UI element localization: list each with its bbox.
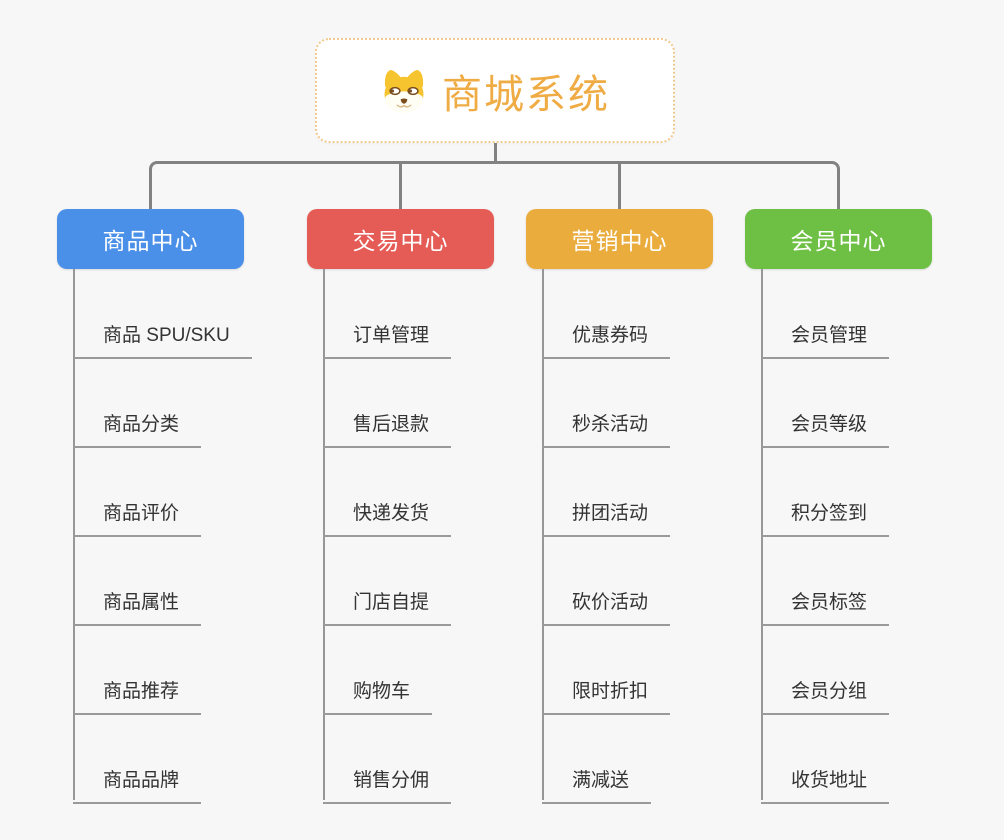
topic-node[interactable]: 商品推荐	[73, 679, 202, 715]
topic-node[interactable]: 商品品牌	[73, 768, 202, 804]
topic-node[interactable]: 商品分类	[73, 412, 202, 448]
branch-node-trade-center[interactable]: 交易中心	[307, 209, 494, 269]
branch-marketing-center: 营销中心 优惠券码 秒杀活动 拼团活动 砍价活动 限时折扣 满减送	[526, 209, 776, 840]
branch-node-product-center[interactable]: 商品中心	[57, 209, 244, 269]
connector-root-stem	[494, 143, 497, 162]
topic-node[interactable]: 商品评价	[73, 501, 202, 537]
branch-spine	[761, 269, 763, 800]
branch-trade-center: 交易中心 订单管理 售后退款 快递发货 门店自提 购物车 销售分佣	[307, 209, 557, 840]
connector-horizontal	[160, 161, 830, 164]
topic-node[interactable]: 快递发货	[323, 501, 452, 537]
topic-node[interactable]: 订单管理	[323, 323, 452, 359]
topic-node[interactable]: 购物车	[323, 679, 433, 715]
branch-product-center: 商品中心 商品 SPU/SKU 商品分类 商品评价 商品属性 商品推荐 商品品牌	[57, 209, 307, 840]
topic-node[interactable]: 商品属性	[73, 590, 202, 626]
root-topic-node[interactable]: 商城系统	[315, 38, 675, 143]
connector-drop-3	[618, 161, 621, 209]
topic-node[interactable]: 拼团活动	[542, 501, 671, 537]
root-topic-label: 商城系统	[442, 72, 610, 117]
branch-node-member-center[interactable]: 会员中心	[745, 209, 932, 269]
connector-drop-2	[399, 161, 402, 209]
branch-spine	[323, 269, 325, 800]
topic-node[interactable]: 优惠券码	[542, 323, 671, 359]
topic-node[interactable]: 限时折扣	[542, 679, 671, 715]
topic-node[interactable]: 收货地址	[761, 768, 890, 804]
topic-node[interactable]: 销售分佣	[323, 768, 452, 804]
topic-node[interactable]: 会员分组	[761, 679, 890, 715]
topic-node[interactable]: 会员标签	[761, 590, 890, 626]
topic-node[interactable]: 门店自提	[323, 590, 452, 626]
connector-elbow-right	[820, 161, 840, 209]
topic-node[interactable]: 商品 SPU/SKU	[73, 323, 252, 359]
branch-node-marketing-center[interactable]: 营销中心	[526, 209, 713, 269]
topic-node[interactable]: 满减送	[542, 768, 652, 804]
branch-member-center: 会员中心 会员管理 会员等级 积分签到 会员标签 会员分组 收货地址	[745, 209, 995, 840]
topic-node[interactable]: 售后退款	[323, 412, 452, 448]
topic-node[interactable]: 秒杀活动	[542, 412, 671, 448]
branch-spine	[73, 269, 75, 800]
topic-node[interactable]: 积分签到	[761, 501, 890, 537]
topic-node[interactable]: 砍价活动	[542, 590, 671, 626]
doge-icon	[384, 69, 424, 113]
topic-node[interactable]: 会员管理	[761, 323, 890, 359]
topic-node[interactable]: 会员等级	[761, 412, 890, 448]
connector-elbow-left	[149, 161, 169, 209]
branch-spine	[542, 269, 544, 800]
